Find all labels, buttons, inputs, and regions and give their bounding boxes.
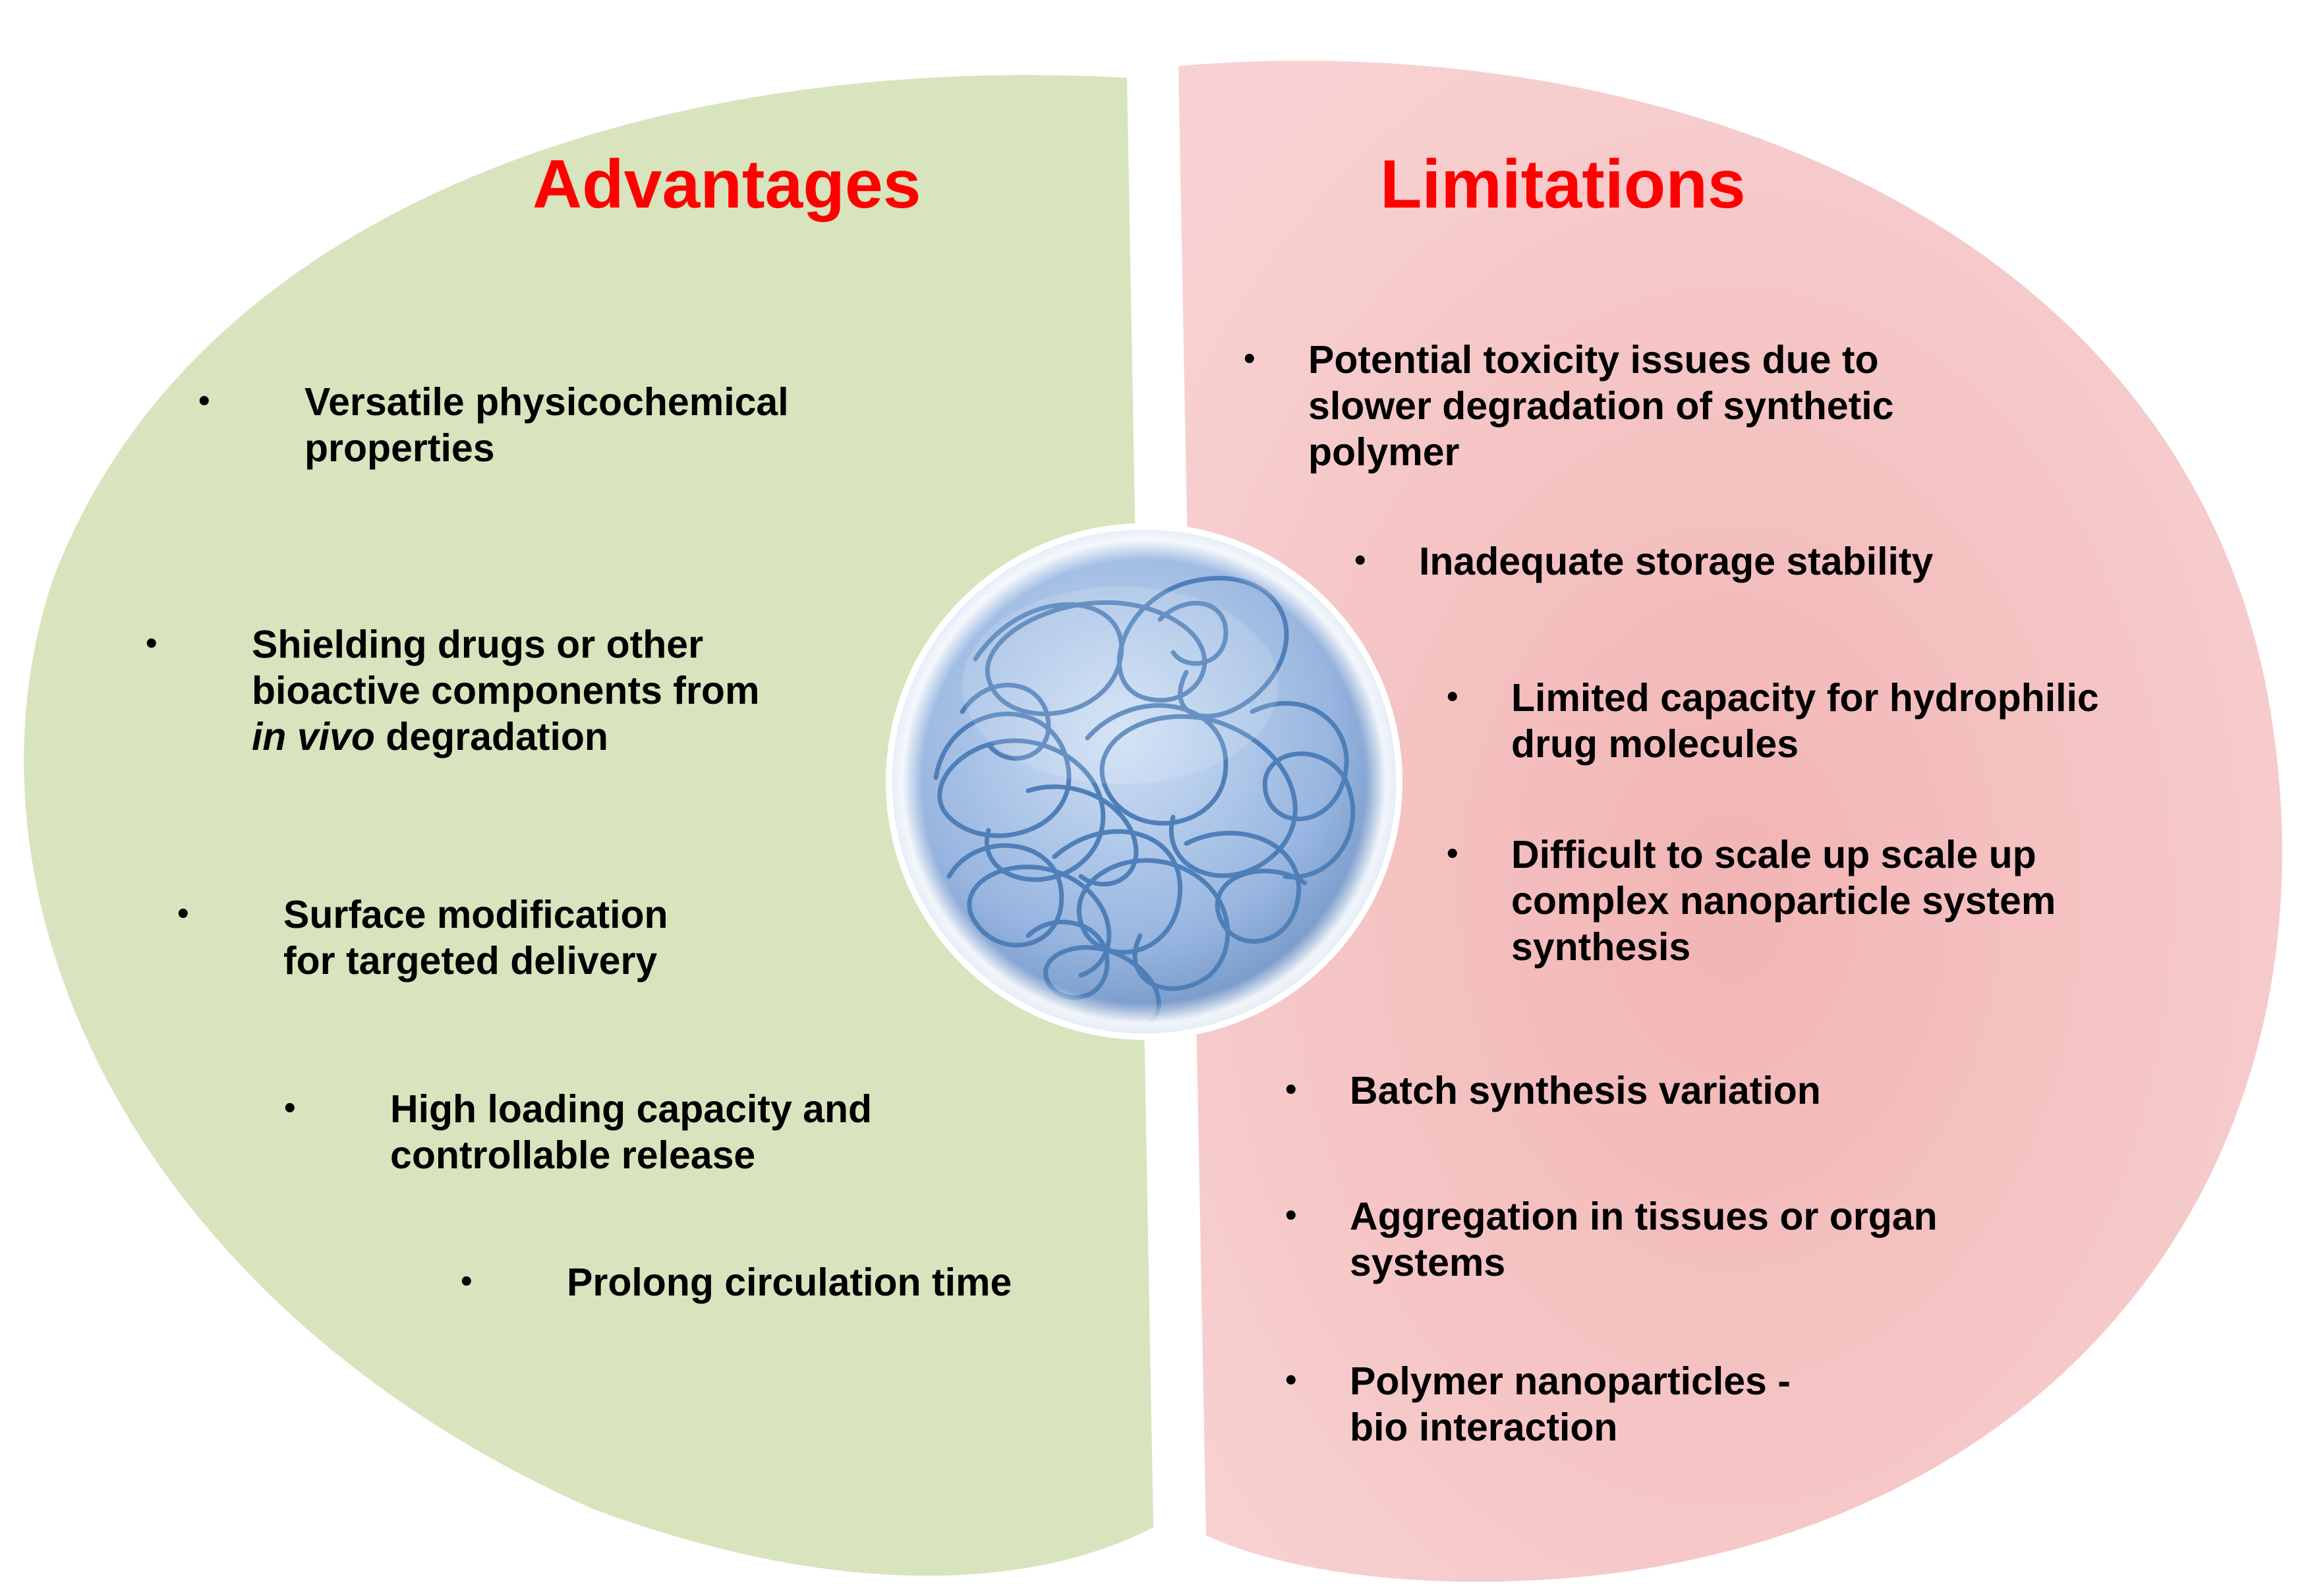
limitation-item-bio-interaction: • Polymer nanoparticles - bio interactio…	[1283, 1359, 1791, 1449]
limitation-item-toxicity: • Potential toxicity issues due to slowe…	[1241, 338, 1894, 474]
in-vivo-italic-text: in vivo	[252, 715, 375, 758]
polymer-nanoparticle-icon	[886, 523, 1402, 1040]
advantage-item-shielding: • Shielding drugs or other bioactive com…	[143, 623, 760, 758]
bullet-dot-icon: •	[1283, 1075, 1300, 1106]
bullet-dot-icon: •	[1444, 840, 1461, 870]
limitations-heading: Limitations	[1380, 146, 1746, 223]
limitation-item-hydrophilic-capacity: • Limited capacity for hydrophilic drug …	[1444, 676, 2099, 766]
bullet-dot-icon: •	[196, 387, 213, 417]
bullet-dot-icon: •	[175, 899, 192, 930]
advantage-item-loading-capacity: • High loading capacity and controllable…	[281, 1087, 873, 1177]
limitation-item-scale-up: • Difficult to scale up scale up complex…	[1444, 833, 2056, 969]
limitations-panel	[1178, 61, 2282, 1582]
bullet-dot-icon: •	[1444, 683, 1461, 713]
bullet-dot-icon: •	[1352, 546, 1369, 577]
limitation-item-aggregation: • Aggregation in tissues or organ system…	[1283, 1195, 1938, 1284]
advantage-item-circulation: • Prolong circulation time	[458, 1261, 1012, 1304]
limitation-item-storage-stability: • Inadequate storage stability	[1352, 540, 1934, 583]
advantages-heading: Advantages	[533, 146, 921, 223]
bullet-dot-icon: •	[143, 629, 160, 660]
limitation-item-batch-variation: • Batch synthesis variation	[1283, 1069, 1821, 1112]
advantage-item-physicochemical: • Versatile physicochemical properties	[196, 380, 789, 470]
bullet-dot-icon: •	[1241, 345, 1258, 375]
advantage-item-surface-modification: • Surface modification for targeted deli…	[175, 893, 668, 983]
bullet-dot-icon: •	[458, 1267, 475, 1297]
bullet-dot-icon: •	[1283, 1366, 1300, 1396]
bullet-dot-icon: •	[281, 1094, 299, 1124]
bullet-dot-icon: •	[1283, 1201, 1300, 1232]
advantages-panel	[24, 74, 1153, 1576]
